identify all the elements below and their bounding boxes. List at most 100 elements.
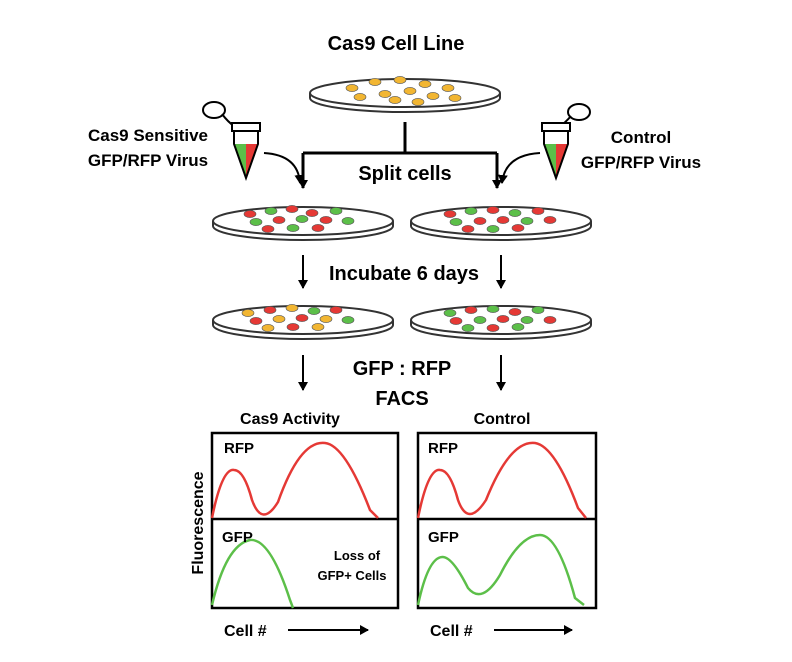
cell (511, 323, 525, 331)
cell (368, 78, 382, 86)
cell (341, 316, 355, 324)
right-rfp-curve (416, 441, 587, 519)
cell (543, 316, 557, 324)
right-virus-line1: Control (611, 128, 671, 147)
cell (403, 87, 417, 95)
left-rfp-label: RFP (224, 440, 254, 457)
cell (353, 93, 367, 101)
cell (496, 216, 510, 224)
cell (531, 306, 545, 314)
cell (341, 217, 355, 225)
cell (263, 306, 277, 314)
cell (264, 207, 278, 215)
cell (307, 307, 321, 315)
cell (285, 304, 299, 312)
cell (286, 323, 300, 331)
y-axis-label: Fluorescence (190, 471, 207, 574)
right-x-axis-label: Cell # (430, 623, 473, 640)
loss-note-line1: Loss of (334, 548, 381, 563)
cell (426, 92, 440, 100)
cell (243, 210, 257, 218)
right-gfp-label: GFP (428, 529, 459, 546)
split-label: Split cells (358, 163, 451, 185)
cell (249, 317, 263, 325)
cell (329, 306, 343, 314)
cell (388, 96, 402, 104)
cell (473, 316, 487, 324)
right-incubated-dish (410, 305, 592, 340)
cell (443, 309, 457, 317)
cell (486, 305, 500, 313)
cell (511, 224, 525, 232)
left-virus-arrow (263, 152, 305, 184)
left-virus-line2: GFP/RFP Virus (88, 151, 208, 170)
parent-dish-cells (345, 76, 462, 106)
right-virus-arrow (497, 152, 541, 184)
cell (311, 323, 325, 331)
cell (378, 90, 392, 98)
cell (543, 216, 557, 224)
left-incubated-cells (241, 304, 355, 332)
cell (461, 225, 475, 233)
right-facs-panel: RFP GFP (416, 431, 598, 610)
cell (249, 218, 263, 226)
cell (272, 216, 286, 224)
incubate-label: Incubate 6 days (329, 263, 479, 285)
title: Cas9 Cell Line (328, 33, 465, 55)
left-incubated-dish (212, 304, 394, 340)
left-transduced-dish (212, 205, 394, 241)
cell (449, 218, 463, 226)
cell (448, 94, 462, 102)
cell (441, 84, 455, 92)
parent-dish (309, 76, 501, 113)
cell (411, 98, 425, 106)
right-virus-line2: GFP/RFP Virus (581, 153, 701, 172)
cell (496, 315, 510, 323)
right-incubated-cells (443, 305, 557, 332)
cell (486, 206, 500, 214)
cell (272, 315, 286, 323)
cell (443, 210, 457, 218)
cell (329, 207, 343, 215)
cell (261, 225, 275, 233)
left-panel-title: Cas9 Activity (240, 411, 340, 428)
cell (305, 209, 319, 217)
cell (285, 205, 299, 213)
cell (241, 309, 255, 317)
cell (531, 207, 545, 215)
cell (295, 215, 309, 223)
facs-label: FACS (375, 388, 428, 410)
cell (319, 216, 333, 224)
cell (311, 224, 325, 232)
left-facs-panel: RFP GFP Loss of GFP+ Cells (210, 431, 400, 610)
right-transduced-dish (410, 206, 592, 241)
right-transduced-cells (443, 206, 557, 233)
left-transduced-cells (243, 205, 355, 233)
cell (508, 209, 522, 217)
cell (464, 207, 478, 215)
cell (520, 316, 534, 324)
cell (261, 324, 275, 332)
left-virus-tube (202, 101, 261, 182)
cell (464, 306, 478, 314)
left-virus-line1: Cas9 Sensitive (88, 126, 208, 145)
cell (520, 217, 534, 225)
left-gfp-label: GFP (222, 529, 253, 546)
right-virus-tube (541, 103, 591, 182)
cell (393, 76, 407, 84)
cell (486, 225, 500, 233)
cell (473, 217, 487, 225)
cell (486, 324, 500, 332)
cell (319, 315, 333, 323)
cell (418, 80, 432, 88)
cell (286, 224, 300, 232)
cell (461, 324, 475, 332)
right-rfp-label: RFP (428, 440, 458, 457)
left-x-axis-label: Cell # (224, 623, 267, 640)
right-gfp-curve (416, 533, 585, 606)
cell (345, 84, 359, 92)
cell (295, 314, 309, 322)
left-rfp-curve (210, 441, 379, 519)
cell (449, 317, 463, 325)
loss-note-line2: GFP+ Cells (318, 568, 387, 583)
